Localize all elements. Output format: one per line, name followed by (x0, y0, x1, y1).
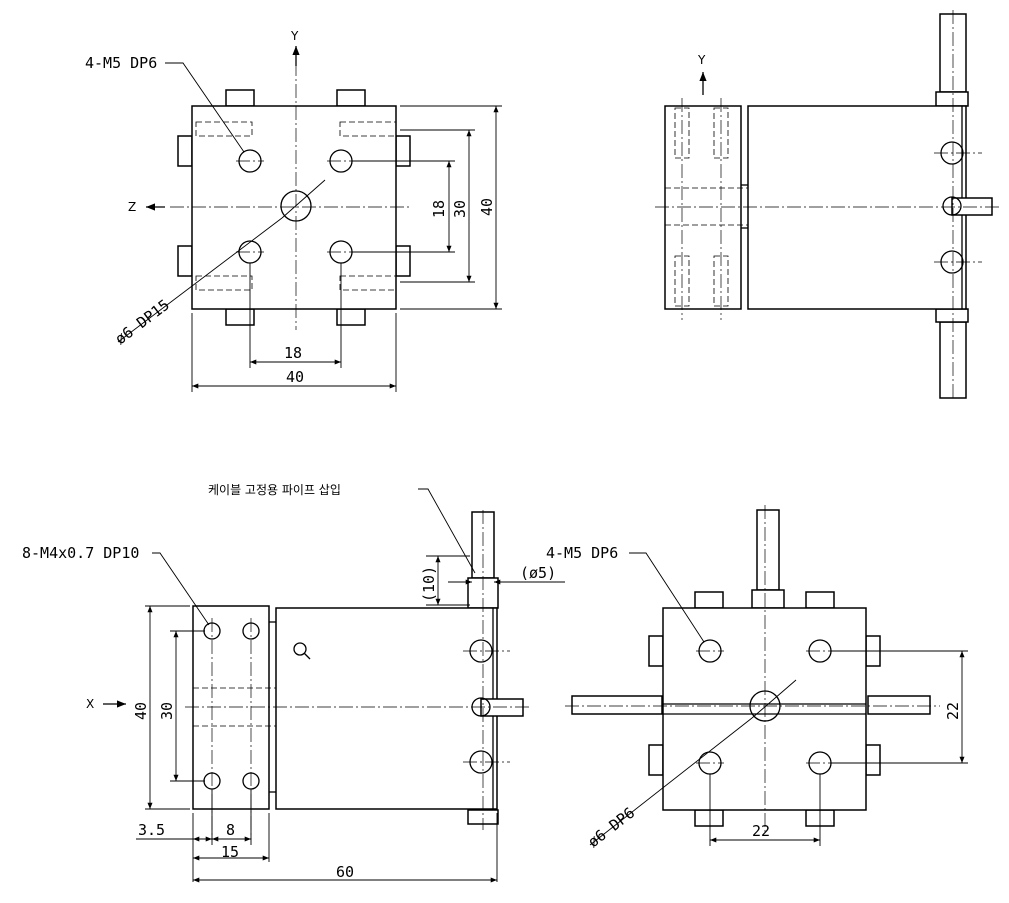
axis-z-label: Z (128, 200, 136, 214)
side-dim-pitch: 8 (226, 821, 235, 839)
bottom-bore-label: ø6 DP6 (584, 804, 638, 852)
side-dim-plate: 15 (221, 843, 239, 861)
front-dim-height-outer: 40 (478, 198, 496, 216)
side-dim-total: 60 (336, 863, 354, 881)
side-dim-height-inner: 30 (158, 702, 176, 720)
side-dim-height-outer: 40 (132, 702, 150, 720)
bottom-tap-label: 4-M5 DP6 (546, 544, 618, 562)
front-dim-width-outer: 40 (286, 368, 304, 386)
bottom-dim-horizontal: 22 (752, 822, 770, 840)
right-axis-y-label: Y (697, 53, 706, 67)
front-dim-height-mid: 30 (451, 200, 469, 218)
front-tap-label: 4-M5 DP6 (85, 54, 157, 72)
side-view: X 케이블 고정용 파이프 삽입 8-M4x0.7 DP10 (10) (ø5)… (22, 483, 565, 883)
front-dim-width-inner: 18 (284, 344, 302, 362)
side-dim-offset: 3.5 (138, 821, 165, 839)
right-view: Y (655, 10, 1000, 400)
axis-y-label: Y (290, 29, 299, 43)
front-dim-height-inner: 18 (430, 200, 448, 218)
front-view: Y Z 4-M5 DP6 ø6 DP15 18 30 40 18 40 (85, 29, 502, 392)
front-bore-label: ø6 DP15 (112, 296, 173, 348)
bottom-view: 4-M5 DP6 ø6 DP6 22 22 (546, 505, 968, 851)
cable-pipe-label: 케이블 고정용 파이프 삽입 (208, 483, 341, 497)
side-dim-pipe-length: (10) (420, 566, 438, 602)
bottom-dim-vertical: 22 (944, 702, 962, 720)
axis-x-label: X (86, 697, 94, 711)
magnifier-icon (293, 642, 311, 660)
side-tap-label: 8-M4x0.7 DP10 (22, 544, 139, 562)
side-dim-pipe-dia: (ø5) (520, 564, 556, 582)
